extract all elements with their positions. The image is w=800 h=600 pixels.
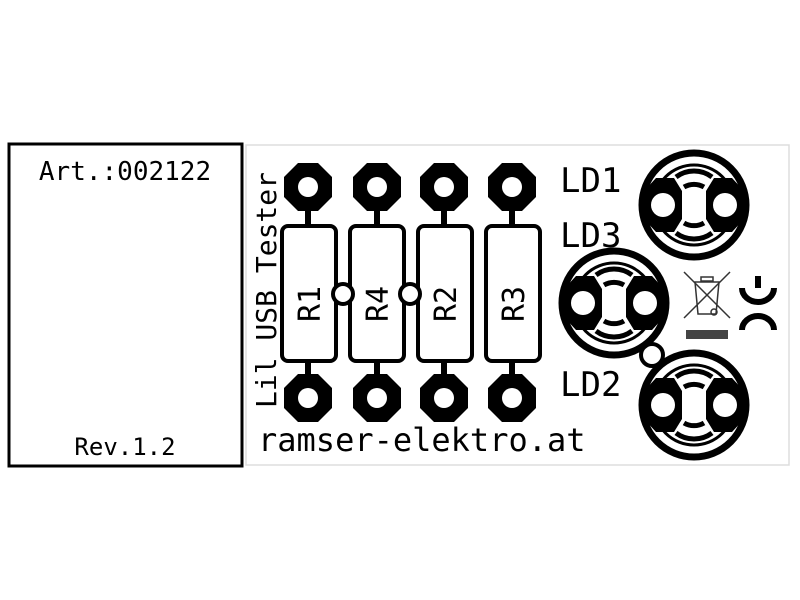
led-ld2 (642, 353, 746, 457)
via (639, 342, 665, 368)
resistor-label: R4 (361, 286, 396, 322)
revision-label: Rev.1.2 (74, 433, 175, 461)
resistor-label: R2 (429, 286, 464, 322)
article-number: Art.:002122 (39, 157, 211, 187)
weee-bar (686, 330, 728, 339)
board-outline (245, 144, 790, 466)
weee-bin-icon (683, 271, 731, 319)
led-label-ld1: LD1 (560, 161, 621, 201)
via (331, 282, 355, 306)
led-ld1 (642, 153, 746, 257)
resistor-label: R1 (293, 286, 328, 322)
resistor-r4: R4 (348, 163, 406, 422)
board-title: Lil USB Tester (250, 172, 283, 408)
website-label: ramser-elektro.at (258, 421, 586, 459)
resistor-label: R3 (497, 286, 532, 322)
resistor-r2: R2 (416, 163, 474, 422)
ce-mark-icon (739, 276, 777, 331)
via (398, 282, 422, 306)
led-ld3 (562, 251, 666, 355)
resistor-r3: R3 (484, 163, 542, 422)
resistor-r1: R1 (280, 163, 338, 422)
led-label-ld2: LD2 (560, 365, 621, 405)
label-box (7, 142, 244, 468)
led-label-ld3: LD3 (560, 216, 621, 256)
